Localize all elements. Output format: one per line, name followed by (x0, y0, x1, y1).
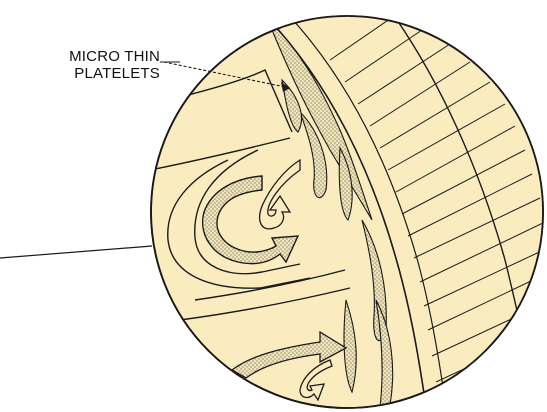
callout-line-2: PLATELETS (10, 65, 160, 82)
callout-line-1: MICRO THIN (10, 48, 160, 65)
callout-label-micro-thin-platelets: MICRO THIN PLATELETS (10, 48, 160, 82)
left-leader-line (0, 246, 152, 258)
